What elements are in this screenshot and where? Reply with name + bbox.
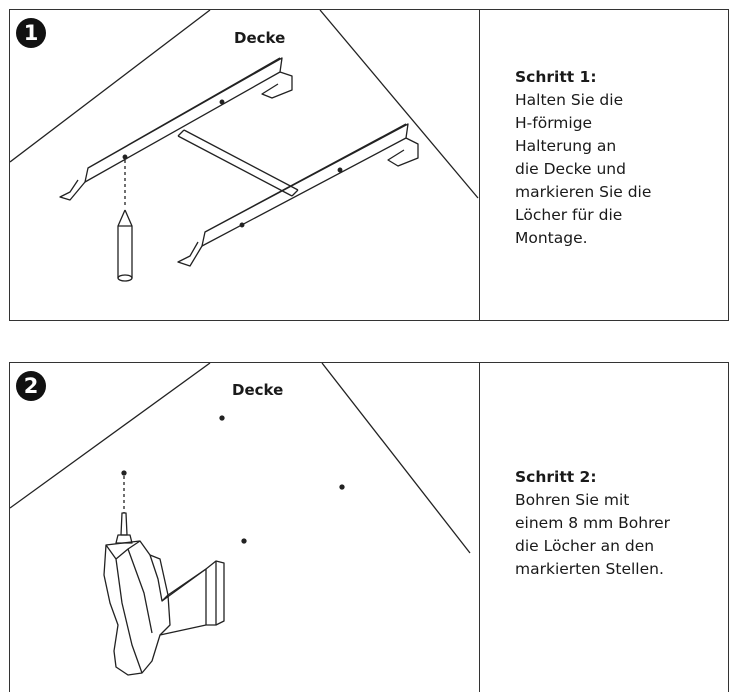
- step-number-badge: 1: [16, 18, 46, 48]
- ceiling-edge-right: [319, 10, 479, 199]
- step-2-instructions: Schritt 2: Bohren Sie mit einem 8 mm Boh…: [515, 466, 725, 581]
- instruction-line: Bohren Sie mit: [515, 491, 630, 509]
- ceiling-edge-left: [10, 363, 211, 509]
- crossbar: [177, 129, 299, 197]
- right-bar-front-hook: [177, 241, 203, 267]
- step-heading: Schritt 1:: [515, 68, 597, 86]
- step-1-panel: 1 Decke Schritt 1: Halten Sie die H-förm…: [9, 9, 729, 321]
- instruction-line: markieren Sie die: [515, 183, 652, 201]
- drill-bit: [120, 512, 128, 536]
- instruction-line: H-förmige: [515, 114, 593, 132]
- instruction-line: die Decke und: [515, 160, 626, 178]
- instruction-line: Halterung an: [515, 137, 617, 155]
- ceiling-edge-right: [321, 363, 471, 554]
- step-2-illustration: [10, 363, 480, 692]
- ceiling-label: Decke: [232, 381, 284, 399]
- pencil-icon: [117, 209, 133, 278]
- instruction-line: Montage.: [515, 229, 588, 247]
- instruction-line: Halten Sie die: [515, 91, 624, 109]
- ceiling-edge-left: [10, 10, 211, 163]
- instruction-line: markierten Stellen.: [515, 560, 664, 578]
- step-2-panel: 2 Decke Schritt 2: Bohren Sie mit einem …: [9, 362, 729, 692]
- instruction-line: die Löcher an den: [515, 537, 655, 555]
- step-number-badge: 2: [16, 371, 46, 401]
- ceiling-label: Decke: [234, 29, 286, 47]
- step-heading: Schritt 2:: [515, 468, 597, 486]
- instruction-line: Löcher für die: [515, 206, 623, 224]
- right-bar: [201, 123, 409, 247]
- drill-drawing: [10, 363, 471, 676]
- drill-chuck: [115, 534, 133, 544]
- left-bar-rear-hook: [261, 71, 293, 99]
- instruction-line: einem 8 mm Bohrer: [515, 514, 671, 532]
- step-1-instructions: Schritt 1: Halten Sie die H-förmige Halt…: [515, 66, 725, 250]
- bracket-drawing: [10, 10, 479, 282]
- left-bar-front-hook: [59, 179, 86, 201]
- step-1-illustration: [10, 10, 480, 320]
- left-bar: [84, 57, 283, 183]
- right-bar-rear-hook: [387, 137, 419, 167]
